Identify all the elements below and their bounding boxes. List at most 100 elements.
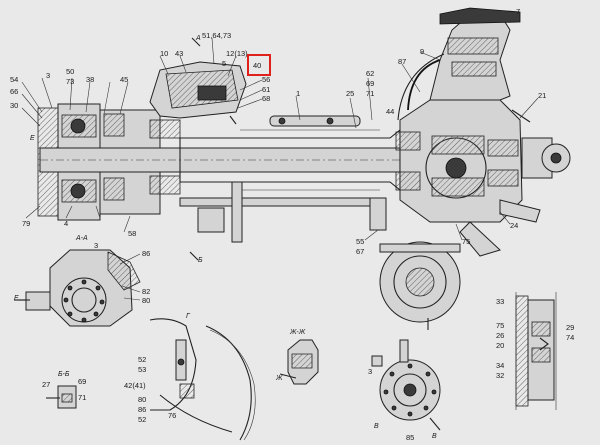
diff-bearing-upper — [487, 139, 519, 157]
callout-12-13: 12(13) — [226, 49, 248, 58]
section-v-left: В — [374, 423, 379, 430]
view-e-wall — [515, 295, 529, 407]
callout-52-view-g: 52 — [138, 415, 146, 424]
callout-71-view-b: 71 — [78, 393, 86, 402]
callout-61: 61 — [262, 85, 270, 94]
callout-40: 40 — [253, 61, 261, 70]
support-bracket — [231, 181, 243, 243]
leader-lines — [21, 37, 539, 301]
callout-1: 1 — [296, 89, 300, 98]
callout-32: 32 — [496, 371, 504, 380]
view-g — [149, 318, 256, 441]
section-e-left: Е — [30, 135, 35, 142]
brake-drum-view — [379, 241, 461, 330]
callout-7: 7 — [516, 7, 520, 16]
housing-arc — [407, 59, 441, 111]
callout-54: 54 — [10, 75, 18, 84]
callout-68: 68 — [262, 94, 270, 103]
callout-3-view-a: 3 — [94, 241, 98, 250]
callout-82: 82 — [142, 287, 150, 296]
callout-86: 86 — [142, 249, 150, 258]
callout-9: 9 — [420, 47, 424, 56]
lower-housing-lug — [197, 207, 225, 233]
callout-21: 21 — [538, 91, 546, 100]
callout-69-view-b: 69 — [78, 377, 86, 386]
callout-86-view-g: 86 — [138, 405, 146, 414]
callout-51-64-73: 51,64,73 — [202, 31, 231, 40]
pinion-housing — [429, 13, 511, 101]
callout-24: 24 — [510, 221, 518, 230]
callout-56: 56 — [262, 75, 270, 84]
callout-75-view-e: 75 — [496, 321, 504, 330]
tie-rod-lower — [179, 197, 381, 207]
callout-66: 66 — [10, 87, 18, 96]
callout-53: 53 — [138, 365, 146, 374]
callout-76: 76 — [168, 411, 176, 420]
section-zh-left: Ж — [275, 375, 283, 382]
highlighted-callout-40: 40 — [247, 54, 271, 76]
steering-lever-pin — [197, 85, 227, 101]
section-e-mid: Е — [14, 295, 19, 302]
callout-80-view-g: 80 — [138, 395, 146, 404]
view-a-shaft — [25, 291, 51, 311]
callout-74: 74 — [566, 333, 574, 342]
section-b-bottom: Б — [198, 257, 203, 264]
section-g-top: Г — [186, 313, 191, 320]
highlight-box — [247, 54, 271, 76]
callout-33: 33 — [496, 297, 504, 306]
brake-drum-hub — [405, 267, 435, 297]
callout-27: 27 — [42, 380, 50, 389]
callout-87: 87 — [398, 57, 406, 66]
callout-62: 62 — [366, 69, 374, 78]
left-roller-lower — [70, 183, 86, 199]
callout-4: 4 — [64, 219, 68, 228]
main-axle-assembly — [37, 7, 571, 257]
view-e — [515, 292, 557, 410]
callout-34: 34 — [496, 361, 504, 370]
callout-58: 58 — [128, 229, 136, 238]
callout-29: 29 — [566, 323, 574, 332]
tie-rod-upper — [269, 115, 361, 127]
callout-10: 10 — [160, 49, 168, 58]
callout-52: 52 — [138, 355, 146, 364]
callout-38: 38 — [86, 75, 94, 84]
section-a-top: А — [195, 35, 201, 42]
callout-55: 55 — [356, 237, 364, 246]
callout-73: 73 — [66, 77, 74, 86]
callout-30: 30 — [10, 101, 18, 110]
callout-80: 80 — [142, 296, 150, 305]
section-labels: А Е Б А-А Б-Б Ж-Ж Ж Е В В Г — [14, 35, 437, 440]
callout-43: 43 — [175, 49, 183, 58]
lower-diff-bracket — [459, 221, 501, 257]
knuckle-bearing-lower — [103, 177, 125, 201]
callout-20: 20 — [496, 341, 504, 350]
callout-50: 50 — [66, 67, 74, 76]
callout-labels: 10 43 51,64,73 12(13) 56 61 68 54 66 30 … — [10, 7, 574, 442]
diff-bearing-lower — [487, 169, 519, 187]
section-b-b: Б-Б — [58, 371, 70, 378]
kingpin-bearing-lower — [149, 175, 181, 195]
view-a-a — [18, 249, 141, 327]
callout-3: 3 — [46, 71, 50, 80]
callout-71: 71 — [366, 89, 374, 98]
callout-79: 79 — [22, 219, 30, 228]
callout-75: 75 — [462, 237, 470, 246]
view-b-b — [46, 385, 77, 409]
callout-25: 25 — [346, 89, 354, 98]
callout-69: 69 — [366, 79, 374, 88]
callout-44: 44 — [386, 107, 394, 116]
callout-42-41: 42(41) — [124, 381, 146, 390]
callout-5: 5 — [222, 59, 226, 68]
callout-67: 67 — [356, 247, 364, 256]
right-lower-lug — [369, 197, 387, 231]
knuckle-bearing-upper — [103, 113, 125, 137]
kingpin-bearing-upper — [149, 119, 181, 139]
callout-85: 85 — [406, 433, 414, 442]
pinion-flange — [439, 7, 521, 25]
callout-26: 26 — [496, 331, 504, 340]
callout-45: 45 — [120, 75, 128, 84]
section-v-right: В — [432, 433, 437, 440]
view-zh-zh — [279, 339, 319, 385]
